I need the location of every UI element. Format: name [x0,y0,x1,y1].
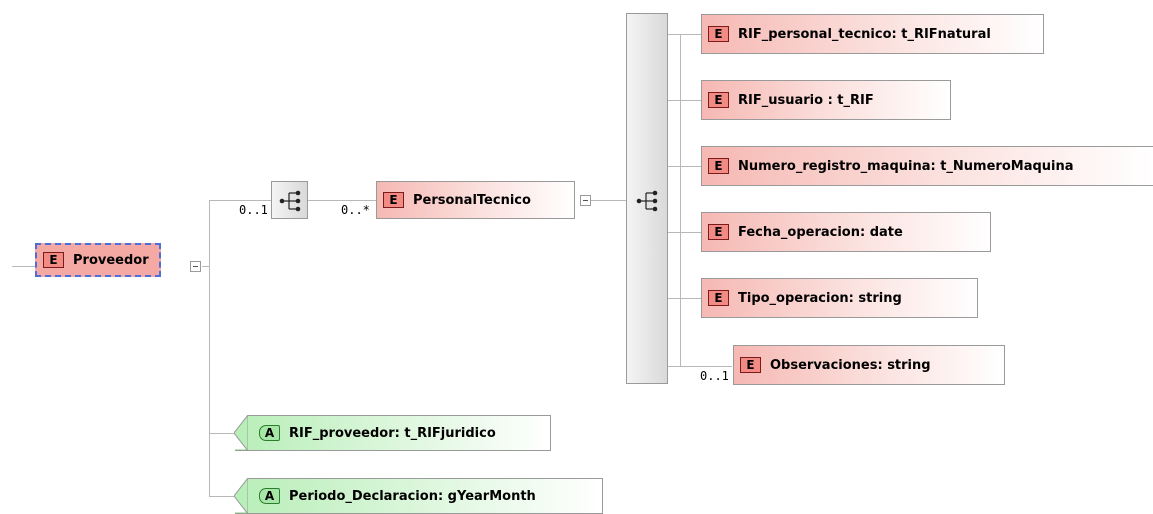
connector-line [668,34,701,35]
attribute-node[interactable]: A Periodo_Declaracion: gYearMonth [234,478,603,514]
sequence-compositor-icon [279,190,301,212]
child-element[interactable]: E Numero_registro_maquina: t_NumeroMaqui… [701,146,1153,186]
child-element[interactable]: E Fecha_operacion: date [701,212,991,252]
connector-line [209,433,235,434]
connector-line [680,34,681,366]
element-label: RIF_usuario : t_RIF [738,92,874,108]
attribute-badge: A [259,488,280,504]
attribute-hex-edge [234,478,248,514]
element-label: Proveedor [73,252,149,268]
connector-line [12,266,36,267]
child-element[interactable]: E Observaciones: string [733,345,1005,385]
attribute-badge: A [259,425,280,441]
element-label: RIF_personal_tecnico: t_RIFnatural [738,26,991,42]
connector-line [668,232,701,233]
attribute-label: Periodo_Declaracion: gYearMonth [289,488,536,504]
element-badge: E [740,357,761,373]
connector-line [209,496,235,497]
attribute-label: RIF_proveedor: t_RIFjuridico [289,425,496,441]
child-element[interactable]: E RIF_personal_tecnico: t_RIFnatural [701,14,1044,54]
connector-line [308,200,376,201]
attribute-node[interactable]: A RIF_proveedor: t_RIFjuridico [234,415,551,451]
element-label: Observaciones: string [770,357,931,373]
sequence-compositor[interactable] [271,181,308,219]
connector-line [668,166,701,167]
element-badge: E [708,158,729,174]
personaltecnico-multiplicity: 0..* [341,203,370,217]
child-element[interactable]: E Tipo_operacion: string [701,278,978,318]
connector-line [668,366,732,367]
element-badge: E [708,224,729,240]
element-badge: E [708,92,729,108]
connector-line [668,298,701,299]
element-label: PersonalTecnico [413,192,531,208]
element-label: Fecha_operacion: date [738,224,903,240]
element-label: Tipo_operacion: string [738,290,902,306]
connector-line [209,200,210,496]
proveedor-element[interactable]: E Proveedor [35,243,161,277]
connector-line [202,266,209,267]
sequence-compositor-icon [636,190,658,212]
connector-line [209,200,271,201]
observaciones-multiplicity: 0..1 [700,369,729,383]
collapse-minus-icon[interactable] [190,261,201,272]
element-label: Numero_registro_maquina: t_NumeroMaquina [738,158,1074,174]
connector-line [668,100,701,101]
sequence-multiplicity: 0..1 [239,203,268,217]
connector-line [587,200,626,201]
child-element[interactable]: E RIF_usuario : t_RIF [701,80,951,120]
element-badge: E [708,290,729,306]
element-badge: E [708,26,729,42]
element-badge: E [43,252,64,268]
collapse-minus-icon[interactable] [580,195,591,206]
attribute-hex-edge [234,415,248,451]
sequence-compositor-tall[interactable] [626,13,668,384]
personaltecnico-element[interactable]: E PersonalTecnico [376,181,575,219]
element-badge: E [383,192,404,208]
